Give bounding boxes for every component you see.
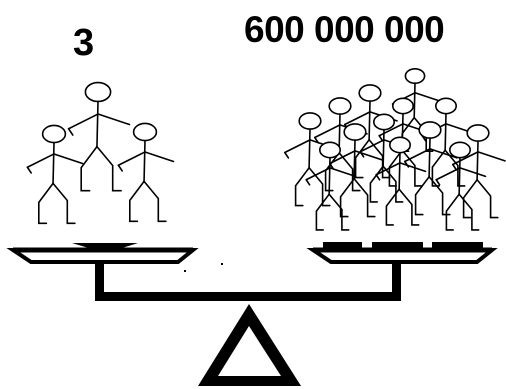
left-count-label: 3 <box>73 22 95 64</box>
stick-figure-icon <box>391 68 440 152</box>
stick-figure-icon <box>305 141 357 231</box>
scale-beam <box>95 262 401 301</box>
right-pan <box>306 242 498 264</box>
stick-figure-icon <box>375 136 427 226</box>
right-count-label: 600 000 000 <box>244 9 445 50</box>
speckles <box>179 263 223 301</box>
stick-figure-icon <box>421 97 473 187</box>
stick-figure-icon <box>451 124 506 219</box>
left-pan <box>6 243 199 264</box>
stick-figure-icon <box>67 81 131 192</box>
right-figure-group <box>283 68 506 231</box>
stick-figure-icon <box>435 141 487 231</box>
stick-figure-icon <box>117 122 175 223</box>
triangle-fulcrum-icon <box>198 304 301 386</box>
stick-figure-icon <box>403 121 458 216</box>
stick-figure-icon <box>26 124 84 225</box>
left-figure-group <box>26 81 175 225</box>
